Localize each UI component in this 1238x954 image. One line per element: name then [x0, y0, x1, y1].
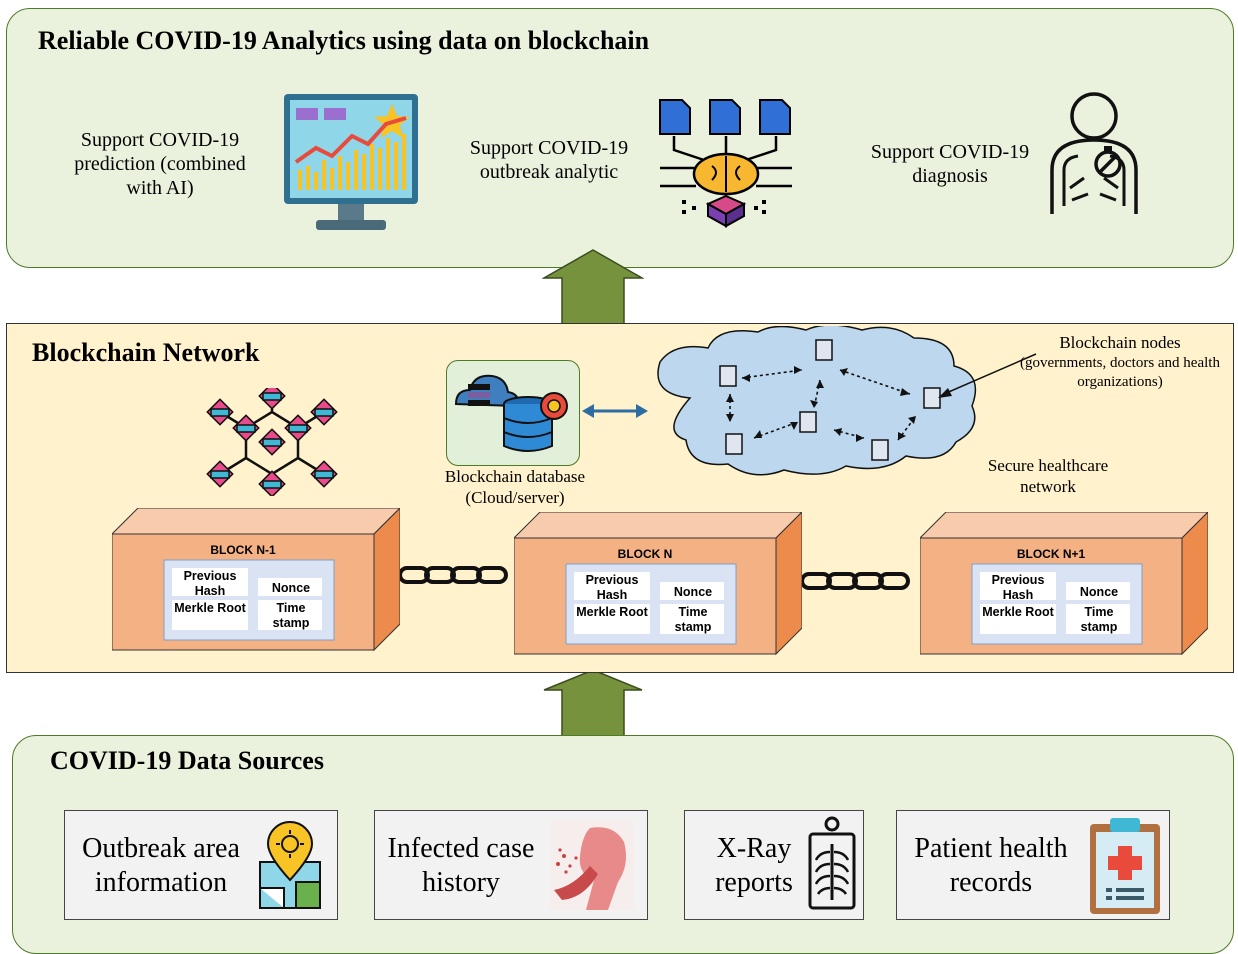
- block-n-minus-1: [112, 508, 400, 652]
- xray-icon: [808, 816, 856, 910]
- blockchain-hexagon-icon: [206, 388, 338, 496]
- coughing-person-icon: [550, 820, 634, 910]
- monitor-chart-icon: [284, 94, 418, 230]
- nonce-field: Nonce: [1079, 585, 1119, 599]
- block-title: BLOCK N-1: [210, 543, 276, 557]
- time-stamp-field: Time stamp: [674, 605, 712, 634]
- previous-hash-field: Previous Hash: [183, 569, 237, 598]
- previous-hash-field: Previous Hash: [991, 573, 1045, 602]
- up-arrow-bottom: [543, 669, 643, 737]
- nonce-field: Nonce: [673, 585, 713, 599]
- map-pin-virus-icon: [259, 821, 321, 909]
- previous-hash-field: Previous Hash: [585, 573, 639, 602]
- secure-network-cloud: [657, 326, 977, 476]
- source-label: Outbreak area information: [82, 833, 240, 898]
- chain-link-1: [398, 566, 508, 584]
- block-n-plus-1: [920, 512, 1208, 656]
- cloud-database-icon: [454, 374, 568, 452]
- analytics-title: Reliable COVID-19 Analytics using data o…: [38, 26, 650, 55]
- chain-link-2: [800, 572, 910, 590]
- up-arrow-top: [542, 249, 644, 325]
- time-stamp-field: Time stamp: [272, 601, 310, 630]
- brain-network-icon: [659, 99, 792, 228]
- outbreak-analytic-label: Support COVID-19 outbreak analytic: [469, 137, 629, 183]
- diagnosis-label: Support COVID-19 diagnosis: [870, 141, 1030, 187]
- nonce-field: Nonce: [271, 581, 311, 595]
- block-title: BLOCK N: [617, 547, 673, 561]
- blockchain-nodes-sublabel: (governments, doctors and health organiz…: [1020, 355, 1220, 390]
- block-title: BLOCK N+1: [1016, 547, 1086, 561]
- blockchain-database-label: Blockchain database (Cloud/server): [444, 467, 586, 507]
- blockchain-nodes-label: Blockchain nodes: [1059, 333, 1181, 352]
- clipboard-medical-icon: [1090, 818, 1160, 914]
- merkle-root-field: Merkle Root: [982, 605, 1054, 619]
- prediction-label: Support COVID-19 prediction (combined wi…: [74, 129, 246, 199]
- merkle-root-field: Merkle Root: [174, 601, 246, 615]
- source-label: Infected case history: [387, 833, 535, 898]
- db-network-arrow: [582, 404, 648, 418]
- blockchain-network-title: Blockchain Network: [32, 338, 260, 367]
- patient-lungs-icon: [1050, 92, 1138, 214]
- data-sources-title: COVID-19 Data Sources: [50, 746, 324, 775]
- analytics-panel: [6, 8, 1234, 268]
- time-stamp-field: Time stamp: [1080, 605, 1118, 634]
- merkle-root-field: Merkle Root: [576, 605, 648, 619]
- secure-network-label: Secure healthcare network: [987, 456, 1109, 496]
- source-label: Patient health records: [914, 833, 1068, 898]
- source-label: X-Ray reports: [715, 833, 793, 898]
- nodes-pointer-line: [938, 353, 1037, 398]
- block-n: [514, 512, 802, 656]
